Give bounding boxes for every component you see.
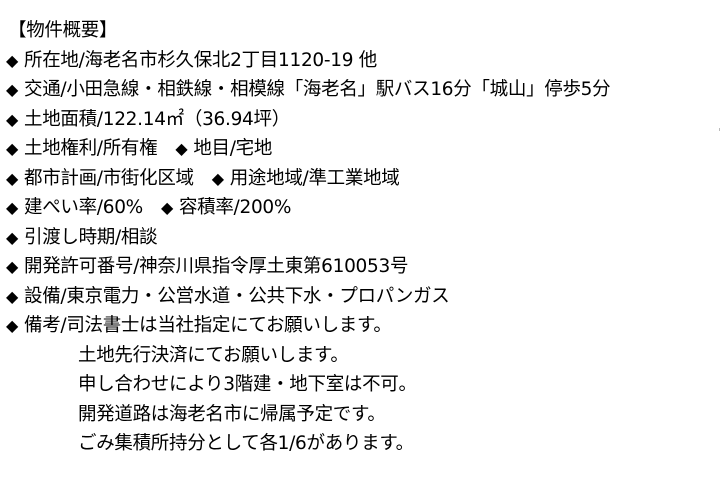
land-category-text: 地目/宅地 (193, 138, 273, 159)
remarks-line: 土地先行決済にてお願いします。 (78, 344, 349, 366)
item-coverage-ratio: ◆ 建ぺい率/60% ◆ 容積率/200% (6, 193, 721, 223)
diamond-bullet-icon: ◆ (6, 198, 19, 217)
item-city-planning: ◆都市計画/市街化区域◆用途地域/準工業地域 (6, 164, 721, 194)
property-overview: 【物件概要】 ◆所在地/海老名市杉久保北2丁目1120-19 他 ◆交通/小田急… (6, 16, 721, 459)
diamond-bullet-icon: ◆ (6, 286, 19, 306)
scan-artifact (719, 128, 720, 131)
item-location: ◆所在地/海老名市杉久保北2丁目1120-19 他 (6, 46, 721, 76)
diamond-bullet-icon: ◆ (211, 168, 224, 188)
diamond-bullet-icon: ◆ (6, 257, 19, 276)
diamond-bullet-icon: ◆ (6, 50, 19, 70)
facilities-text: 設備/東京電力・公営水道・公共下水・プロパンガス (24, 285, 450, 307)
access-text: 交通/小田急線・相鉄線・相模線「海老名」駅バス16分「城山」停歩5分 (24, 79, 611, 100)
city-planning-text: 都市計画/市街化区域 (24, 167, 194, 189)
item-land-area: ◆土地面積/122.14㎡（36.94坪） (6, 105, 721, 135)
diamond-bullet-icon: ◆ (6, 109, 19, 129)
diamond-bullet-icon: ◆ (6, 139, 19, 158)
zoning-text: 用途地域/準工業地域 (229, 167, 400, 189)
land-area-text: 土地面積/122.14㎡（36.94坪） (24, 108, 290, 130)
diamond-bullet-icon: ◆ (160, 198, 173, 217)
location-text: 所在地/海老名市杉久保北2丁目1120-19 他 (24, 49, 377, 71)
diamond-bullet-icon: ◆ (6, 227, 19, 247)
diamond-bullet-icon: ◆ (6, 316, 19, 335)
remarks-text: 備考/司法書士は当社指定にてお願いします。 (24, 315, 392, 336)
diamond-bullet-icon: ◆ (6, 168, 19, 188)
diamond-bullet-icon: ◆ (6, 80, 19, 99)
remarks-line: 申し合わせにより3階建・地下室は不可。 (78, 374, 417, 395)
development-permit-text: 開発許可番号/神奈川県指令厚土東第610053号 (24, 256, 409, 277)
item-access: ◆ 交通/小田急線・相鉄線・相模線「海老名」駅バス16分「城山」停歩5分 (6, 75, 721, 105)
handover-text: 引渡し時期/相談 (24, 226, 158, 248)
remarks-line: 開発道路は海老名市に帰属予定です。 (78, 403, 386, 425)
floor-area-ratio-text: 容積率/200% (178, 197, 292, 218)
item-handover: ◆引渡し時期/相談 (6, 223, 721, 253)
diamond-bullet-icon: ◆ (175, 139, 188, 158)
item-development-permit: ◆ 開発許可番号/神奈川県指令厚土東第610053号 (6, 252, 721, 282)
land-rights-text: 土地権利/所有権 (24, 138, 158, 159)
item-remarks: ◆ 備考/司法書士は当社指定にてお願いします。 (6, 311, 721, 341)
section-title: 【物件概要】 (8, 20, 118, 41)
item-facilities: ◆設備/東京電力・公営水道・公共下水・プロパンガス (6, 282, 721, 312)
coverage-ratio-text: 建ぺい率/60% (24, 197, 143, 218)
item-land-rights: ◆ 土地権利/所有権 ◆ 地目/宅地 (6, 134, 721, 164)
remarks-line: ごみ集積所持分として各1/6があります。 (78, 433, 414, 454)
